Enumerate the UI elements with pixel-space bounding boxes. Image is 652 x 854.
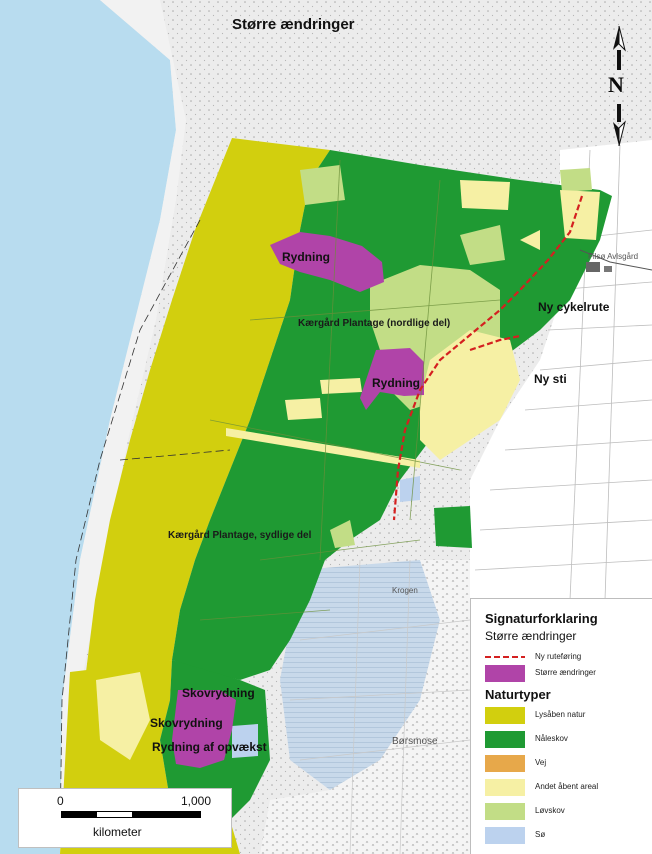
label-rydning-center[interactable]: Rydning bbox=[372, 376, 420, 390]
andet-aabent-areal-area bbox=[420, 330, 520, 460]
legend-item-vej: Vej bbox=[485, 755, 652, 773]
legend-item-loevskov: Løvskov bbox=[485, 803, 652, 821]
legend-naturtyper-title: Naturtyper bbox=[485, 687, 551, 702]
legend-label: Ny ruteføring bbox=[535, 652, 582, 661]
swatch-icon bbox=[485, 731, 525, 748]
north-arrow: N bbox=[604, 25, 634, 147]
swatch-icon bbox=[485, 779, 525, 796]
base-label-krogen: Krogen bbox=[392, 586, 418, 595]
swatch-icon bbox=[485, 827, 525, 844]
legend-label: Nåleskov bbox=[535, 734, 568, 743]
ny-rutefoering-line bbox=[392, 195, 584, 521]
dashed-line-icon bbox=[485, 656, 525, 658]
label-plantage-north[interactable]: Kærgård Plantage (nordlige del) bbox=[298, 318, 451, 329]
north-label: N bbox=[608, 72, 624, 97]
base-label-borsmose: Børsmose bbox=[392, 736, 438, 747]
naaleskov-area bbox=[172, 150, 612, 680]
skovrydning-area bbox=[172, 690, 236, 768]
scale-end-label: 1,000 bbox=[181, 794, 212, 808]
legend-label: Løvskov bbox=[535, 806, 565, 815]
lysaaben-natur-area bbox=[86, 138, 330, 672]
legend-label: Vej bbox=[535, 758, 547, 767]
legend-panel: Signaturforklaring Større ændringer Ny r… bbox=[470, 598, 652, 854]
swatch-icon bbox=[485, 665, 525, 682]
scale-start-label: 0 bbox=[57, 794, 64, 808]
legend-item-soe: Sø bbox=[485, 827, 652, 845]
farmland-area bbox=[470, 140, 652, 600]
label-ny-cykelrute[interactable]: Ny cykelrute bbox=[538, 300, 610, 314]
label-rydning-north[interactable]: Rydning bbox=[282, 250, 330, 264]
legend-title: Signaturforklaring bbox=[485, 611, 598, 626]
label-ny-sti[interactable]: Ny sti bbox=[534, 372, 567, 386]
bog-area bbox=[280, 560, 440, 790]
north-arrow-icon bbox=[613, 25, 626, 147]
legend-label: Større ændringer bbox=[535, 668, 596, 677]
base-label-filso: Filsø Avlsgård bbox=[588, 252, 639, 261]
legend-item-andet-aabent: Andet åbent areal bbox=[485, 779, 652, 797]
legend-label: Sø bbox=[535, 830, 546, 839]
legend-item-stoerre-aendringer: Større ændringer bbox=[485, 665, 652, 683]
scale-unit-label: kilometer bbox=[93, 825, 142, 839]
label-skovrydning-1[interactable]: Skovrydning bbox=[182, 686, 255, 700]
legend-item-naaleskov: Nåleskov bbox=[485, 731, 652, 749]
legend-item-ny-rutefoering: Ny ruteføring bbox=[485, 649, 652, 667]
label-skovrydning-2[interactable]: Skovrydning bbox=[150, 716, 223, 730]
legend-label: Lysåben natur bbox=[535, 710, 586, 719]
swatch-icon bbox=[485, 755, 525, 772]
rydning-north-area bbox=[270, 232, 384, 292]
rydning-center-area bbox=[360, 348, 424, 410]
map-title: Større ændringer bbox=[232, 16, 355, 33]
legend-label: Andet åbent areal bbox=[535, 782, 599, 791]
label-rydning-af-opvaekst[interactable]: Rydning af opvækst bbox=[152, 740, 267, 754]
scale-bar-graphic bbox=[61, 811, 201, 818]
swatch-icon bbox=[485, 803, 525, 820]
legend-subtitle: Større ændringer bbox=[485, 629, 577, 643]
label-plantage-south[interactable]: Kærgård Plantage, sydlige del bbox=[168, 530, 312, 541]
swatch-icon bbox=[485, 707, 525, 724]
legend-item-lysaaben: Lysåben natur bbox=[485, 707, 652, 725]
soe-area bbox=[232, 724, 258, 758]
scale-bar: 0 1,000 kilometer bbox=[18, 788, 232, 848]
